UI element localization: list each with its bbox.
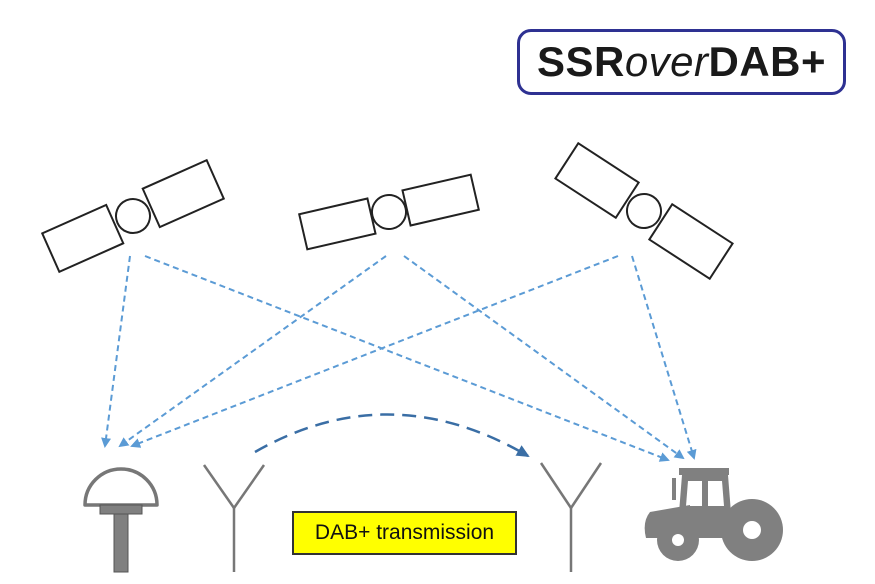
logo-dab-text: DAB+ <box>708 38 827 85</box>
logo-ssr-text: SSR <box>536 38 625 85</box>
gnss-reference-antenna-icon <box>83 467 159 573</box>
tractor-icon <box>644 468 783 561</box>
signal-sat2-to-reference <box>118 255 387 448</box>
dab-transmission-label: DAB+ transmission <box>292 511 517 555</box>
dab-transmission-arc <box>254 413 530 458</box>
satellite-icon <box>554 141 734 281</box>
signal-sat3-to-reference <box>130 255 619 448</box>
satellite-icon <box>40 158 226 274</box>
signal-sat3-to-tractor <box>631 255 697 460</box>
gnss-signal-lines <box>101 255 697 462</box>
logo-over-text: over <box>624 38 709 85</box>
signal-sat1-to-tractor <box>144 255 670 462</box>
signal-sat2-to-tractor <box>403 255 685 460</box>
satellite-icon <box>298 173 480 251</box>
signal-sat1-to-reference <box>101 255 131 448</box>
dab-transmitter-antenna-icon <box>202 464 266 572</box>
dab-receiver-antenna-icon <box>539 462 603 572</box>
